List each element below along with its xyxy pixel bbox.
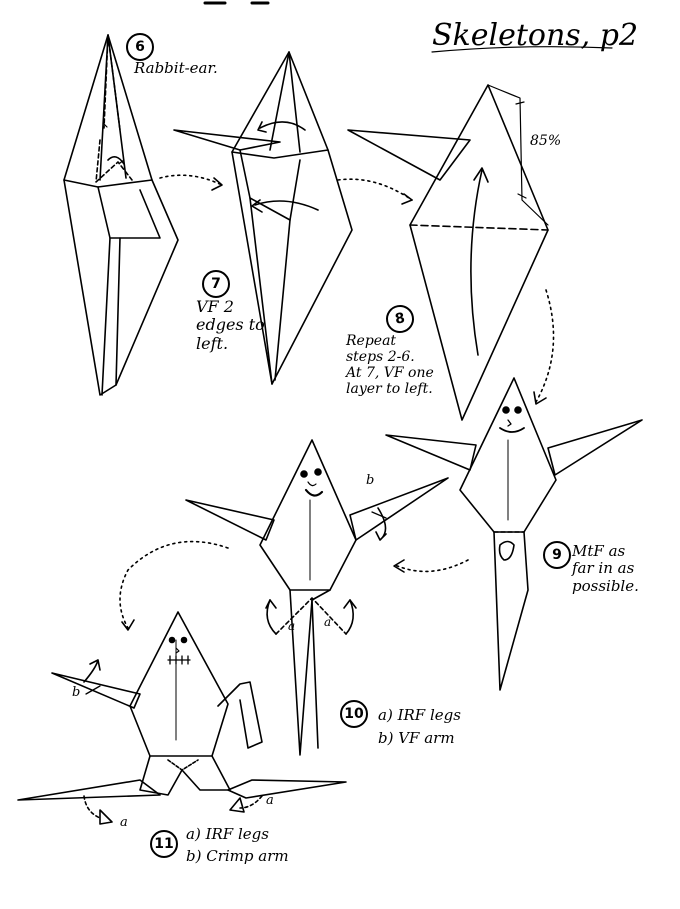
mark-a-10-left: a: [288, 619, 295, 633]
step-10-model: [185, 439, 449, 756]
arrowhead: [121, 619, 135, 631]
title-underline: [431, 46, 613, 53]
mark-a-11-left: a: [120, 815, 128, 830]
step-8-model: [347, 84, 549, 421]
step-11-text: a) IRF legs b) Crimp arm: [186, 825, 289, 865]
step-11-number: 11: [150, 830, 178, 858]
step-7-number: 7: [202, 270, 230, 298]
mark-a-11-right: a: [266, 793, 274, 808]
transition-arrow-9-10: [394, 559, 469, 573]
scale-annotation: 85%: [530, 133, 562, 149]
arrowhead: [211, 177, 223, 191]
step-6-model: [63, 34, 179, 396]
step-9-model: [385, 377, 643, 691]
mark-b-10: b: [366, 473, 374, 488]
arrowhead: [401, 193, 413, 205]
arrowhead: [533, 391, 547, 405]
step-7-model: [173, 51, 353, 385]
step-10-number: 10: [340, 700, 368, 728]
transition-arrow-7-8: [337, 178, 413, 201]
step-11-model: [17, 611, 347, 825]
step-6-number: 6: [126, 33, 154, 61]
step-9-number: 9: [543, 541, 571, 569]
step-10-text: a) IRF legs b) VF arm: [378, 706, 461, 748]
step-9-text: MtF as far in as possible.: [572, 542, 639, 595]
step-8-text: Repeat steps 2-6. At 7, VF one layer to …: [346, 333, 434, 398]
step-6-text: Rabbit-ear.: [134, 59, 218, 77]
transition-arrow-10-11: [119, 540, 229, 629]
transition-arrow-8-9: [535, 289, 555, 403]
transition-arrow-6-7: [159, 174, 223, 186]
mark-b-11: b: [72, 685, 80, 700]
mark-a-10-right: a: [324, 615, 331, 629]
arrowhead: [393, 559, 405, 573]
